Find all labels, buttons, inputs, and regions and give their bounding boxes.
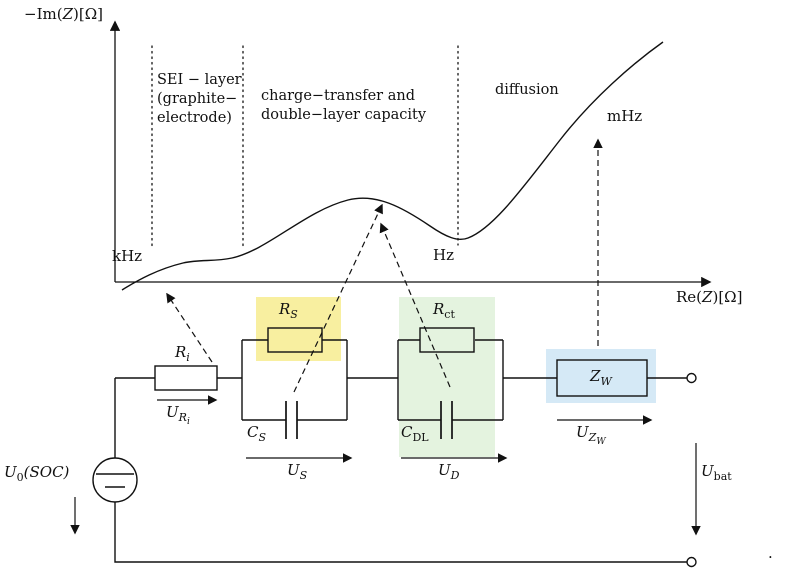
- us-base: U: [287, 461, 300, 479]
- ri-base: R: [175, 343, 187, 361]
- sei-region-line3: electrode): [157, 109, 232, 126]
- sei-region-label: SEI − layer (graphite− electrode): [157, 71, 242, 128]
- charge-transfer-region-label: charge−transfer and double−layer capacit…: [261, 87, 426, 125]
- u-battery-label: Ubat: [701, 462, 732, 483]
- us-sub: S: [299, 469, 308, 482]
- y-axis-label: −Im(Z)[Ω]: [24, 5, 103, 25]
- charge-transfer-line1: charge−transfer and: [261, 88, 415, 104]
- cdl-base: C: [401, 423, 413, 441]
- ud-base: U: [438, 461, 451, 479]
- y-axis-label-post: )[Ω]: [73, 5, 104, 23]
- corner-dot: .: [768, 544, 773, 562]
- u-r-internal-label: URi: [166, 403, 190, 427]
- r-charge-transfer-label: Rct: [433, 300, 455, 321]
- u0-rest: (SOC): [23, 463, 70, 481]
- voltage-source: [92, 457, 138, 503]
- u-double-layer-label: UD: [438, 461, 460, 482]
- ud-sub: D: [450, 469, 460, 482]
- capacitor-plates: [285, 401, 453, 439]
- freq-label-hz: Hz: [433, 246, 454, 264]
- uri-base: U: [166, 403, 179, 421]
- x-axis-label-var: Z: [702, 288, 713, 306]
- uri-subsub: i: [186, 417, 190, 427]
- resistor-rs-box: [267, 327, 323, 353]
- r-internal-label: Ri: [175, 343, 190, 364]
- rs-sub: S: [290, 308, 298, 321]
- y-axis-label-pre: −Im(: [24, 5, 63, 23]
- highlight-double-layer: [399, 297, 495, 457]
- u-sei-label: US: [287, 461, 308, 482]
- nyquist-curve: [121, 41, 664, 291]
- terminal-top: [686, 372, 697, 384]
- z-warburg-label: ZW: [590, 367, 612, 388]
- uri-sub: R: [178, 411, 187, 424]
- highlight-warburg: [546, 349, 656, 403]
- ubat-sub: bat: [713, 470, 732, 483]
- voltage-source-symbol: [96, 473, 134, 488]
- x-axis-label-pre: Re(: [676, 288, 703, 306]
- y-axis-label-var: Z: [62, 5, 74, 23]
- zw-base: Z: [590, 367, 601, 385]
- resistor-rct-box: [419, 327, 475, 353]
- charge-transfer-line2: double−layer capacity: [261, 106, 427, 123]
- pointer-ri-to-curve: [166, 292, 213, 363]
- sei-region-line2: (graphite−: [157, 90, 238, 107]
- warburg-zw-box: [556, 359, 648, 397]
- cs-sub: S: [258, 431, 267, 444]
- c-sei-label: CS: [247, 423, 267, 444]
- x-axis-label: Re(Z)[Ω]: [676, 288, 742, 308]
- highlight-r-sei: [256, 297, 341, 361]
- source-voltage-label: U0(SOC): [4, 463, 70, 484]
- cdl-sub: DL: [412, 431, 429, 444]
- uzw-subsub: W: [596, 437, 606, 447]
- zw-sub: W: [600, 375, 612, 388]
- u0-sub: 0: [16, 471, 24, 484]
- cs-base: C: [247, 423, 259, 441]
- x-axis-label-post: )[Ω]: [712, 288, 743, 306]
- freq-label-mhz: mHz: [607, 107, 643, 125]
- c-double-layer-label: CDL: [401, 423, 429, 444]
- rct-base: R: [433, 300, 445, 318]
- sei-region-line1: SEI − layer: [157, 72, 242, 88]
- ubat-base: U: [701, 462, 714, 480]
- diffusion-region-label: diffusion: [495, 82, 559, 98]
- u0-base: U: [4, 463, 17, 481]
- rs-base: R: [279, 300, 291, 318]
- circuit-wires: [114, 339, 687, 563]
- resistor-ri-box: [154, 365, 218, 391]
- uzw-base: U: [576, 423, 589, 441]
- u-warburg-label: UZW: [576, 423, 606, 447]
- ri-sub: i: [186, 351, 190, 364]
- freq-label-khz: kHz: [112, 247, 143, 265]
- pointer-rs-to-curve: [293, 203, 383, 393]
- rct-sub: ct: [444, 308, 455, 321]
- terminal-bottom: [686, 556, 697, 568]
- uzw-sub: Z: [588, 431, 597, 444]
- r-sei-label: RS: [279, 300, 298, 321]
